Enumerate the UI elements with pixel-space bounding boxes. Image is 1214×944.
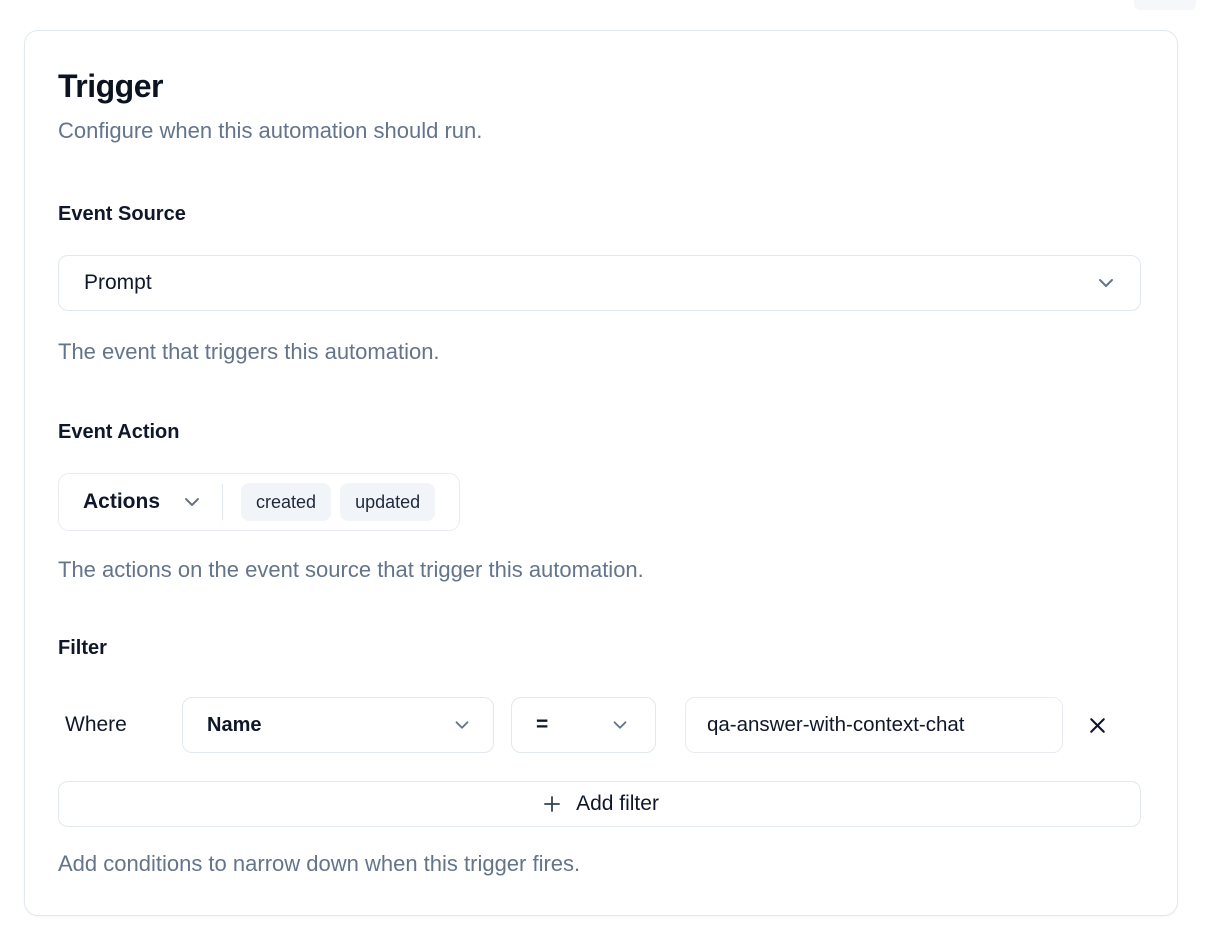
filter-field-selected-value: Name [207,713,262,736]
chevron-down-icon [1094,271,1118,295]
chevron-down-icon [180,490,204,514]
chevron-down-icon [609,714,631,736]
event-source-helper: The event that triggers this automation. [58,339,440,364]
filter-helper: Add conditions to narrow down when this … [58,851,581,876]
event-action-helper: The actions on the event source that tri… [58,557,644,582]
trigger-card: Trigger Configure when this automation s… [24,30,1178,916]
event-source-selected-value: Prompt [84,271,152,294]
add-filter-button[interactable]: Add filter [58,781,1141,827]
plus-icon [540,792,564,816]
event-source-select[interactable]: Prompt [58,255,1141,311]
filter-label: Filter [58,637,107,659]
page-title: Trigger [58,68,163,104]
filter-value-input[interactable] [685,697,1063,753]
event-action-label: Event Action [58,421,180,443]
badge-created: created [241,483,332,521]
add-filter-label: Add filter [576,792,659,815]
actions-dropdown-label: Actions [83,490,161,513]
filter-field-select[interactable]: Name [182,697,494,753]
actions-dropdown[interactable]: Actions [83,490,204,514]
filter-operator-select[interactable]: = [511,697,656,753]
filter-operator-selected-value: = [536,713,549,736]
remove-filter-button[interactable] [1080,708,1114,742]
filter-where-label: Where [65,713,127,736]
card-subtitle: Configure when this automation should ru… [58,118,483,143]
badge-updated: updated [340,483,436,521]
filter-row: Where Name = [58,697,1141,753]
event-action-control: Actions created updated [58,473,461,531]
close-icon [1085,713,1110,738]
divider [222,484,224,520]
cutoff-top-right-element [1134,0,1196,10]
event-source-label: Event Source [58,203,186,225]
chevron-down-icon [451,714,473,736]
